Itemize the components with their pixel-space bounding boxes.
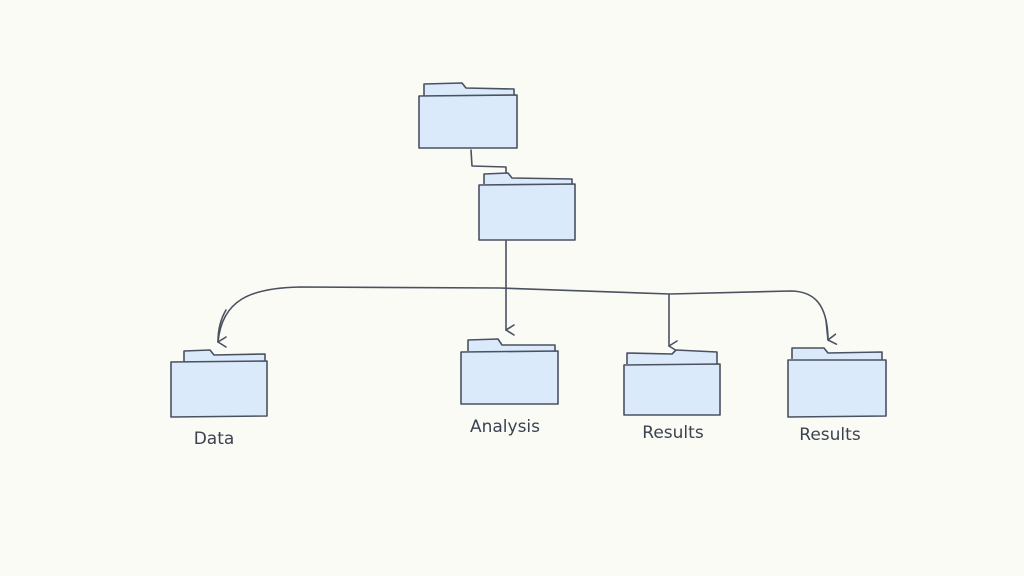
arrow-to-results-2 — [825, 319, 838, 345]
root-folder-icon[interactable] — [418, 82, 518, 149]
results-folder-2-icon[interactable] — [787, 347, 887, 418]
middle-folder-icon[interactable] — [478, 172, 576, 241]
root-to-middle-connector — [470, 149, 507, 176]
analysis-folder-icon[interactable] — [460, 338, 559, 405]
results-folder-label: Results — [642, 423, 704, 443]
analysis-folder-label: Analysis — [470, 417, 540, 437]
branch-line — [217, 286, 829, 343]
data-folder-icon[interactable] — [170, 349, 268, 418]
results-folder-icon[interactable] — [623, 349, 721, 416]
arrow-to-data — [217, 309, 227, 348]
results-folder-2-label: Results — [799, 425, 861, 445]
data-folder-label: Data — [194, 429, 235, 449]
